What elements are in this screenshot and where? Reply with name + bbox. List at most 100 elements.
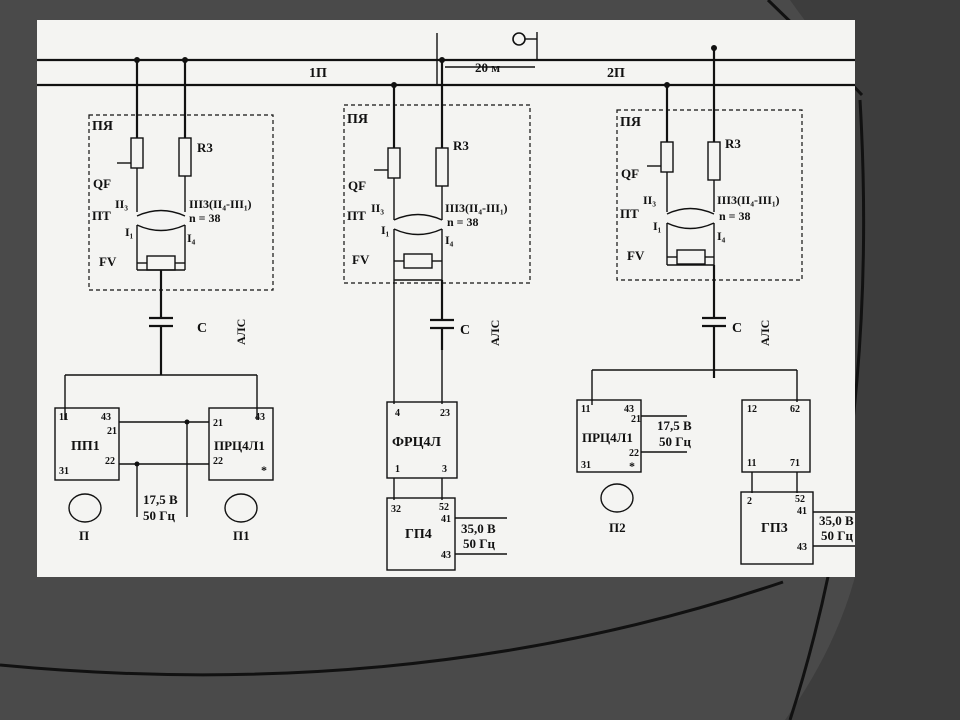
transformer-label: ПТ bbox=[347, 208, 366, 223]
tap-label: I₄ bbox=[445, 233, 454, 247]
gp4-block bbox=[386, 497, 456, 571]
breaker-element bbox=[387, 147, 401, 179]
supply-voltage-mid: 35,0 В bbox=[461, 521, 496, 536]
pin-label: 41 bbox=[441, 514, 451, 525]
distance-label: 20 м bbox=[475, 60, 500, 75]
supply-freq-right: 50 Гц bbox=[659, 434, 692, 449]
pin-label: 3 bbox=[442, 464, 447, 475]
pin-label: 12 bbox=[747, 404, 757, 415]
ratio-label: n = 38 bbox=[719, 209, 751, 223]
signal-icon bbox=[512, 32, 526, 46]
capacitor-label: C bbox=[197, 321, 207, 336]
prc-block-right bbox=[576, 399, 642, 473]
pin-label: 71 bbox=[790, 458, 800, 469]
relay-box-left bbox=[88, 114, 274, 291]
pin-label: 43 bbox=[101, 412, 111, 423]
pin-label: 22 bbox=[105, 456, 115, 467]
breaker-label: QF bbox=[621, 166, 639, 181]
relay-label: П2 bbox=[609, 520, 626, 535]
resistor-label: R3 bbox=[453, 138, 469, 153]
relay-box-label: ПЯ bbox=[92, 119, 113, 134]
capacitor-label: C bbox=[732, 321, 742, 336]
prc-label-right: ПРЦ4Л1 bbox=[582, 430, 633, 445]
pin-label: 21 bbox=[107, 426, 117, 437]
pin-label: 22 bbox=[213, 456, 223, 467]
gp3-label: ГП3 bbox=[761, 521, 788, 536]
breaker-label: QF bbox=[348, 178, 366, 193]
left-rail-set: ПЯ QF R3 II₃ III3(II₄-III₁) ПТ n = 38 I₁… bbox=[54, 57, 274, 543]
pin-label: 11 bbox=[581, 404, 590, 415]
tap-label: I₄ bbox=[187, 231, 196, 245]
resistor-element bbox=[707, 141, 721, 181]
pin-label: 31 bbox=[581, 460, 591, 471]
resistor-label: R3 bbox=[197, 140, 213, 155]
supply-voltage-left: 17,5 В bbox=[143, 492, 178, 507]
resistor-element bbox=[178, 137, 192, 177]
supply-voltage-right: 17,5 В bbox=[657, 418, 692, 433]
relay-label: П1 bbox=[233, 528, 250, 543]
capacitor-label: C bbox=[460, 323, 470, 338]
arrester-label: FV bbox=[352, 252, 370, 267]
relay-box-label: ПЯ bbox=[347, 112, 368, 127]
circuit-diagram: 1П 2П 20 м ПЯ QF R3 II₃ III3(II₄-III₁) П… bbox=[37, 20, 855, 577]
tap-label: I₄ bbox=[717, 229, 726, 243]
breaker-label: QF bbox=[93, 176, 111, 191]
pin-label: 52 bbox=[439, 502, 449, 513]
ratio-label: n = 38 bbox=[447, 215, 479, 229]
gp4-label: ГП4 bbox=[405, 527, 432, 542]
unit-block-right bbox=[741, 399, 811, 473]
arrester-element bbox=[403, 253, 433, 269]
track-label-2: 2П bbox=[607, 66, 625, 81]
ratio-label: n = 38 bbox=[189, 211, 221, 225]
relay-coil-icon bbox=[224, 493, 258, 523]
gp3-block bbox=[740, 491, 814, 565]
relay-box-label: ПЯ bbox=[620, 115, 641, 130]
pin-label: 23 bbox=[440, 408, 450, 419]
pin-label: 22 bbox=[629, 448, 639, 459]
relay-label: П bbox=[79, 528, 89, 543]
mark-label: * bbox=[261, 463, 267, 477]
breaker-element bbox=[130, 137, 144, 169]
decorative-curve-bottom bbox=[0, 580, 784, 677]
prc-block-left bbox=[208, 407, 274, 481]
supply-freq-left: 50 Гц bbox=[143, 508, 176, 523]
middle-rail-set: ПЯ QF R3 II₃ III3(II₄-III₁) ПТ n = 38 I₁… bbox=[343, 57, 531, 571]
track-label-1: 1П bbox=[309, 66, 327, 81]
prc-label-left: ПРЦ4Л1 bbox=[214, 438, 265, 453]
resistor-label: R3 bbox=[725, 136, 741, 151]
tap-label: III3(II₄-III₁) bbox=[189, 197, 252, 211]
pin-label: 31 bbox=[59, 466, 69, 477]
arrester-element bbox=[146, 255, 176, 271]
tap-label: II₃ bbox=[371, 201, 384, 215]
tap-label: I₁ bbox=[125, 225, 134, 239]
supply-freq-right2: 50 Гц bbox=[821, 528, 854, 543]
frc-block bbox=[386, 401, 458, 479]
pin-label: 43 bbox=[441, 550, 451, 561]
supply-voltage-right2: 35,0 В bbox=[819, 513, 854, 528]
transformer-winding bbox=[136, 209, 186, 217]
arrester-label: FV bbox=[99, 254, 117, 269]
transformer-label: ПТ bbox=[92, 208, 111, 223]
pin-label: 43 bbox=[255, 412, 265, 423]
pin-label: 21 bbox=[631, 414, 641, 425]
tap-label: III3(II₄-III₁) bbox=[717, 193, 780, 207]
pin-label: 11 bbox=[59, 412, 68, 423]
tap-label: II₃ bbox=[643, 193, 656, 207]
pin-label: 21 bbox=[213, 418, 223, 429]
pin-label: 62 bbox=[790, 404, 800, 415]
mark-label: * bbox=[629, 459, 635, 473]
supply-freq-mid: 50 Гц bbox=[463, 536, 496, 551]
relay-box-right bbox=[616, 109, 803, 281]
pin-label: 52 bbox=[795, 494, 805, 505]
pin-label: 1 bbox=[395, 464, 400, 475]
breaker-element bbox=[660, 141, 674, 173]
cable-label: АЛС bbox=[758, 320, 772, 346]
arrester-label: FV bbox=[627, 248, 645, 263]
pin-label: 41 bbox=[797, 506, 807, 517]
relay-coil-icon bbox=[68, 493, 102, 523]
pin-label: 32 bbox=[391, 504, 401, 515]
pp1-block bbox=[54, 407, 120, 481]
tap-label: I₁ bbox=[381, 223, 390, 237]
pin-label: 11 bbox=[747, 458, 756, 469]
pin-label: 43 bbox=[797, 542, 807, 553]
